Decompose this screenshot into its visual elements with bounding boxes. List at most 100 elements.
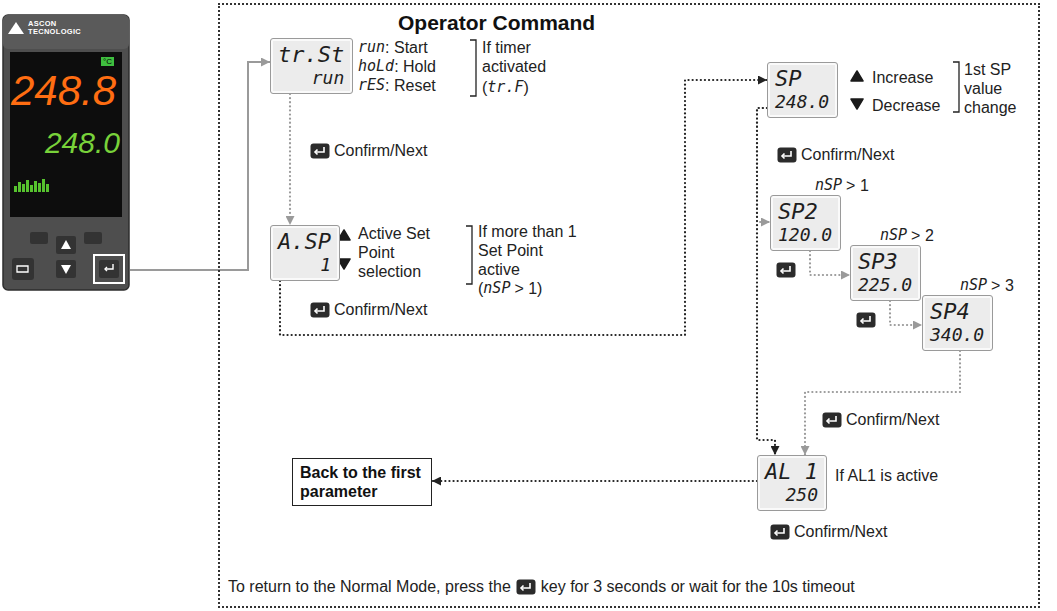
label-group: 1st SP value change: [964, 60, 1032, 117]
flow-arrow: [757, 108, 770, 222]
label-group: Confirm/Next: [310, 300, 427, 319]
device-display: ASCON TECNOLOGIC °C 248.8 248.0: [0, 15, 130, 290]
annotation: > 2: [911, 226, 934, 245]
lcd-parameter-box: SP2120.0: [770, 195, 841, 251]
parameter-name: SP3: [858, 250, 912, 274]
flow-arrow: [890, 301, 922, 325]
unit-badge: °C: [101, 57, 114, 66]
label-group: nSP> 2: [880, 226, 934, 245]
lcd-parameter-box: SP3225.0: [850, 245, 921, 301]
key-symbols: [338, 44, 876, 328]
label-group: Decrease: [872, 96, 940, 115]
annotation: (: [478, 279, 483, 298]
label-group: To return to the Normal Mode, press the k…: [228, 577, 855, 596]
lcd-text: run: [358, 38, 385, 57]
label-group: Active Set Point selection: [358, 224, 440, 281]
parameter-name: tr.St: [278, 43, 344, 67]
annotation: If more than 1 Set Point active: [478, 222, 582, 279]
label-group: hoLd: Hold: [358, 57, 436, 76]
lcd-text: nSP: [815, 176, 842, 195]
annotation: Confirm/Next: [334, 300, 427, 319]
flow-arrow: [130, 62, 270, 270]
parameter-name: SP2: [778, 200, 832, 224]
lcd-parameter-box: SP248.0: [767, 62, 838, 118]
label-group: Confirm/Next: [310, 141, 427, 160]
enter-key-icon: [310, 302, 330, 318]
annotation: 1st SP value change: [964, 60, 1032, 117]
lcd-text: hoLd: [358, 57, 394, 76]
annotation: (: [482, 78, 487, 97]
label-group: Confirm/Next: [770, 522, 887, 541]
annotation: If timer activated: [482, 38, 562, 76]
label-group: Confirm/Next: [777, 145, 894, 164]
setpoint-value: 248.0: [45, 127, 120, 159]
annotation: Confirm/Next: [334, 141, 427, 160]
enter-key-icon: [516, 579, 536, 595]
label-group: (tr.F): [482, 78, 529, 97]
label-group: Increase: [872, 68, 933, 87]
enter-key-icon: [777, 147, 797, 163]
annotation: : Start: [385, 38, 428, 57]
annotation: Confirm/Next: [846, 410, 939, 429]
lcd-parameter-box: A.SP1: [270, 225, 340, 281]
lcd-text: tr.F: [487, 78, 523, 97]
return-text: Back to the first parameter: [300, 463, 424, 501]
annotation: : Hold: [394, 57, 436, 76]
enter-key-icon: [822, 412, 842, 428]
parameter-name: SP4: [930, 300, 984, 324]
enter-key-icon: [770, 524, 790, 540]
annotation: Increase: [872, 68, 933, 87]
label-group: rES: Reset: [358, 76, 436, 95]
lcd-text: nSP: [880, 226, 907, 245]
parameter-value: run: [278, 67, 344, 89]
annotation: key for 3 seconds or wait for the 10s ti…: [541, 577, 855, 596]
lcd-text: nSP: [960, 276, 987, 295]
annotation: > 1: [846, 176, 869, 195]
lcd-parameter-box: tr.Strun: [270, 38, 353, 94]
parameter-value: 250: [765, 484, 818, 506]
annotation: To return to the Normal Mode, press the: [228, 577, 511, 596]
flow-arrow: [432, 480, 757, 482]
annotation: Decrease: [872, 96, 940, 115]
label-group: If more than 1 Set Point active: [478, 222, 582, 279]
annotation: > 1): [514, 279, 542, 298]
parameter-name: A.SP: [278, 230, 331, 254]
lcd-text: rES: [358, 76, 385, 95]
flow-arrow: [757, 108, 775, 455]
lcd-parameter-box: SP4340.0: [922, 295, 993, 351]
label-group: Confirm/Next: [822, 410, 939, 429]
label-group: If AL1 is active: [835, 466, 938, 485]
label-group: nSP> 1: [815, 176, 869, 195]
controller-device: [3, 15, 129, 290]
enter-key-icon: [310, 143, 330, 159]
annotation: > 3: [991, 276, 1014, 295]
flow-arrow: [280, 80, 767, 335]
parameter-value: 1: [278, 254, 331, 276]
annotation: : Reset: [385, 76, 436, 95]
annotation: ): [523, 78, 528, 97]
annotation: Confirm/Next: [794, 522, 887, 541]
lcd-text: nSP: [483, 279, 510, 298]
return-box: Back to the first parameter: [292, 458, 432, 506]
annotation: If AL1 is active: [835, 466, 938, 485]
parameter-name: AL 1: [765, 460, 818, 484]
parameter-value: 225.0: [858, 274, 912, 296]
parameter-name: SP: [775, 67, 829, 91]
parameter-value: 248.0: [775, 91, 829, 113]
flow-arrow: [289, 94, 291, 225]
parameter-value: 120.0: [778, 224, 832, 246]
brand-logo: ASCON TECNOLOGIC: [28, 20, 92, 36]
flow-arrow: [810, 251, 850, 275]
label-group: nSP> 3: [960, 276, 1014, 295]
annotation: Active Set Point selection: [358, 224, 440, 281]
label-group: (nSP> 1): [478, 279, 542, 298]
flow-arrow: [805, 351, 960, 455]
frame-title: Operator Command: [398, 11, 595, 35]
label-group: run: Start: [358, 38, 428, 57]
annotation: Confirm/Next: [801, 145, 894, 164]
label-group: If timer activated: [482, 38, 562, 76]
process-value: 248.8: [11, 69, 116, 113]
parameter-value: 340.0: [930, 324, 984, 346]
lcd-parameter-box: AL 1250: [757, 455, 827, 511]
